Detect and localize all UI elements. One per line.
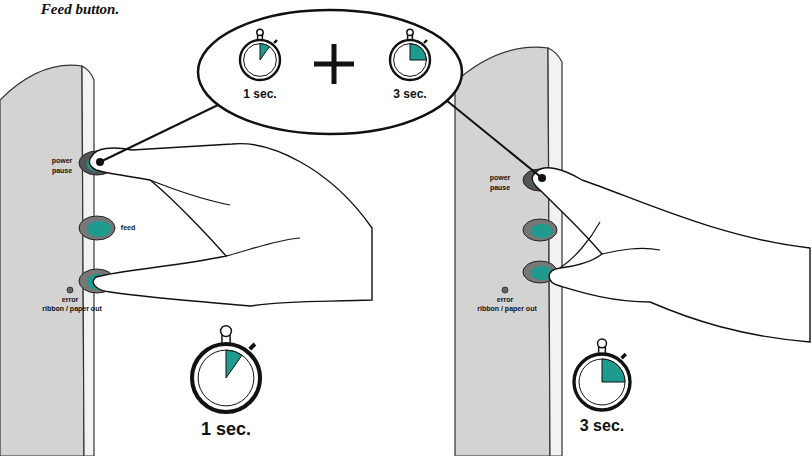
stopwatch: [240, 29, 280, 80]
plus-sign: [314, 44, 354, 84]
time-label: 3 sec.: [580, 418, 624, 434]
button-label: power: [52, 157, 73, 164]
time-label: 1 sec.: [243, 88, 276, 100]
indicator-label: error: [62, 296, 78, 303]
time-label: 1 sec.: [201, 420, 251, 438]
hand: [532, 168, 810, 342]
leader-line: [100, 105, 218, 162]
hand: [89, 144, 372, 306]
indicator-label: ribbon / paper out: [477, 305, 537, 312]
stopwatch: [192, 326, 260, 412]
time-label: 3 sec.: [393, 88, 426, 100]
leader-line: [446, 100, 542, 178]
stopwatch: [574, 339, 630, 410]
button-label: power: [490, 174, 511, 181]
button-label: pause: [490, 184, 510, 191]
indicator-label: error: [497, 296, 513, 303]
indicator-label: ribbon / paper out: [42, 305, 102, 312]
callout-bubble: [198, 10, 462, 134]
panel-edge: [548, 48, 562, 456]
printer-panel: [455, 47, 550, 456]
note-text: Feed button.: [41, 2, 119, 17]
stopwatch: [390, 29, 430, 80]
printer-panel: [0, 65, 84, 456]
button-label: feed: [121, 224, 135, 231]
panel-edge: [82, 66, 94, 456]
button-label: pause: [52, 167, 72, 174]
